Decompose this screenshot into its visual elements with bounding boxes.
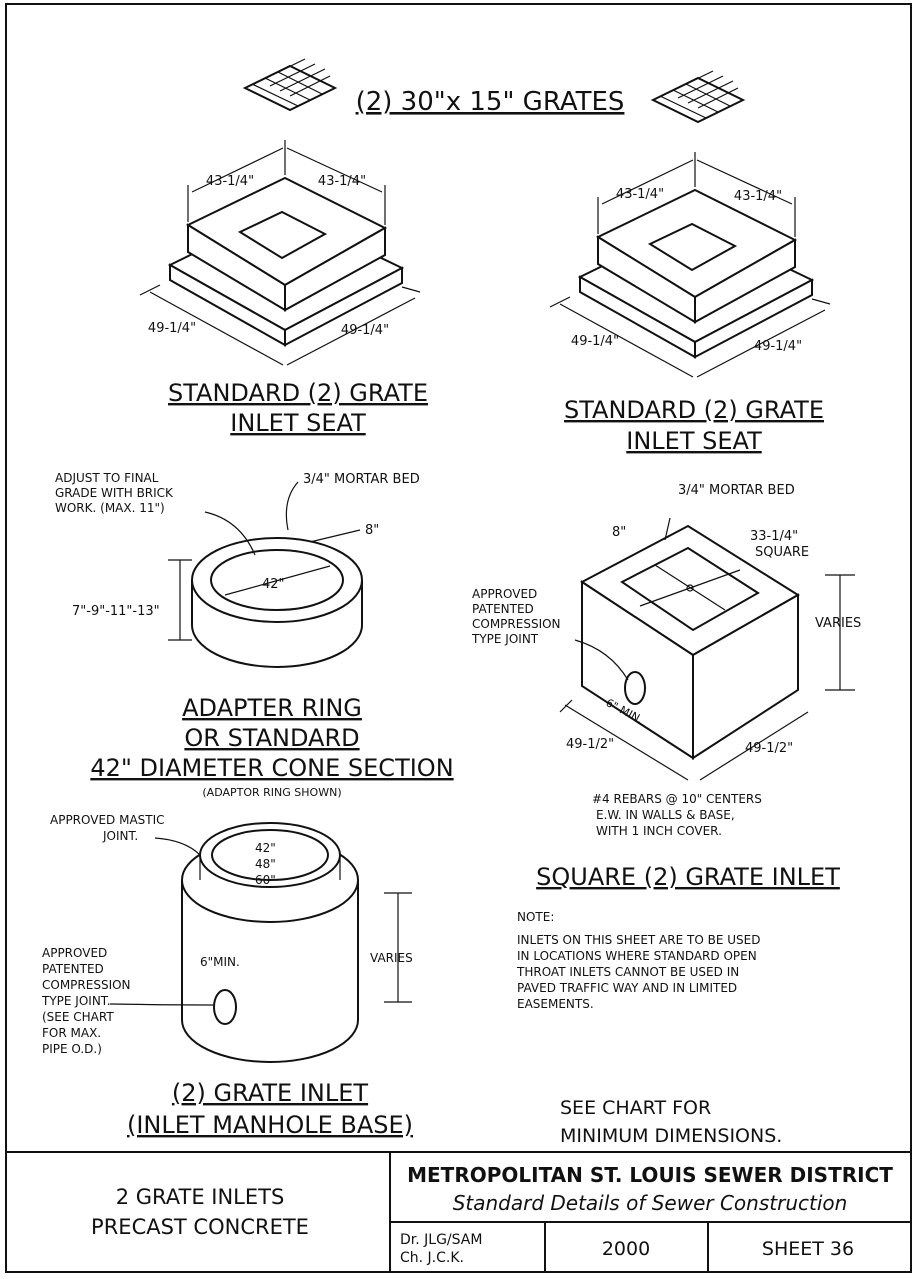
sheet-border <box>5 3 912 1273</box>
grate-icon <box>650 70 746 124</box>
note-line1: INLETS ON THIS SHEET ARE TO BE USED <box>517 933 760 947</box>
manhole-mastic-line1: APPROVED MASTIC <box>50 813 165 827</box>
manhole-joint-line2: PATENTED <box>42 962 104 976</box>
seat-left-dim-top-left: 43-1/4" <box>206 174 254 189</box>
seat-left-caption-line1: STANDARD (2) GRATE <box>168 379 428 407</box>
sheet-number: SHEET 36 <box>762 1238 854 1260</box>
manhole-joint-line7: PIPE O.D.) <box>42 1042 102 1056</box>
adapter-caption-line3: 42" DIAMETER CONE SECTION <box>90 754 453 782</box>
grates-label: (2) 30"x 15" GRATES <box>356 87 625 117</box>
manhole-caption-line2: (INLET MANHOLE BASE) <box>127 1111 413 1139</box>
see-chart-line2: MINIMUM DIMENSIONS. <box>560 1125 782 1147</box>
note-line2: IN LOCATIONS WHERE STANDARD OPEN <box>517 949 757 963</box>
year: 2000 <box>602 1238 650 1260</box>
note-title: NOTE: <box>517 910 554 924</box>
square-caption: SQUARE (2) GRATE INLET <box>536 863 840 891</box>
square-mortar-bed: 3/4" MORTAR BED <box>678 483 795 498</box>
title-block <box>6 1151 911 1272</box>
manhole-joint-line6: FOR MAX. <box>42 1026 101 1040</box>
manhole-joint-line3: COMPRESSION <box>42 978 131 992</box>
manhole-caption-line1: (2) GRATE INLET <box>172 1079 369 1107</box>
manhole-joint-line5: (SEE CHART <box>42 1010 114 1024</box>
grate-icon <box>242 58 338 112</box>
manhole-joint-line4: TYPE JOINT. <box>41 994 111 1008</box>
seat-right-dim-bottom-right: 49-1/4" <box>754 339 802 354</box>
square-joint-line1: APPROVED <box>472 587 537 601</box>
manhole-base <box>109 822 412 1063</box>
note-line5: EASEMENTS. <box>517 997 594 1011</box>
adapter-caption-line2: OR STANDARD <box>184 724 359 752</box>
seat-right-dim-top-right: 43-1/4" <box>734 189 782 204</box>
manhole-min: 6"MIN. <box>200 955 240 969</box>
square-dim-33: 33-1/4" <box>750 529 798 544</box>
manhole-varies: VARIES <box>370 951 413 965</box>
seat-right-dim-bottom-left: 49-1/4" <box>571 334 619 349</box>
adapter-note-line1: ADJUST TO FINAL <box>55 471 159 485</box>
square-dim-square: SQUARE <box>755 545 809 560</box>
agency-subtitle: Standard Details of Sewer Construction <box>453 1191 848 1215</box>
square-dim-left: 49-1/2" <box>566 737 614 752</box>
manhole-mastic-line2: JOINT. <box>102 829 138 843</box>
seat-right-caption-line2: INLET SEAT <box>626 427 762 455</box>
square-rebar-line3: WITH 1 INCH COVER. <box>596 824 722 838</box>
square-rebar-line1: #4 REBARS @ 10" CENTERS <box>592 792 762 806</box>
square-joint-line4: TYPE JOINT <box>471 632 539 646</box>
manhole-dia-48: 48" <box>255 857 276 871</box>
title-left-line1: 2 GRATE INLETS <box>116 1185 285 1209</box>
square-dim-8: 8" <box>612 525 626 540</box>
square-rebar-line2: E.W. IN WALLS & BASE, <box>596 808 735 822</box>
adapter-sub: (ADAPTOR RING SHOWN) <box>202 786 341 799</box>
adapter-dim-8: 8" <box>365 523 379 538</box>
square-joint-line3: COMPRESSION <box>472 617 561 631</box>
seat-left-caption-line2: INLET SEAT <box>230 409 366 437</box>
adapter-note-line3: WORK. (MAX. 11") <box>55 501 165 515</box>
manhole-dia-42: 42" <box>255 841 276 855</box>
adapter-dim-42: 42" <box>262 577 285 592</box>
adapter-note-line2: GRADE WITH BRICK <box>55 486 174 500</box>
agency-name: METROPOLITAN ST. LOUIS SEWER DISTRICT <box>407 1163 893 1187</box>
inlet-seat-right <box>549 152 831 378</box>
manhole-dia-60: 60" <box>255 873 276 887</box>
seat-left-dim-bottom-right: 49-1/4" <box>341 323 389 338</box>
title-left-line2: PRECAST CONCRETE <box>91 1215 309 1239</box>
inlet-seat-left <box>139 140 421 366</box>
adapter-heights: 7"-9"-11"-13" <box>72 604 160 619</box>
manhole-joint-line1: APPROVED <box>42 946 107 960</box>
square-inlet-box <box>559 517 855 781</box>
checked-by: Ch. J.C.K. <box>400 1250 464 1266</box>
see-chart-line1: SEE CHART FOR <box>560 1097 711 1119</box>
square-dim-right: 49-1/2" <box>745 741 793 756</box>
seat-right-caption-line1: STANDARD (2) GRATE <box>564 396 824 424</box>
adapter-caption-line1: ADAPTER RING <box>182 694 362 722</box>
note-line4: PAVED TRAFFIC WAY AND IN LIMITED <box>517 981 737 995</box>
seat-left-dim-bottom-left: 49-1/4" <box>148 321 196 336</box>
note-line3: THROAT INLETS CANNOT BE USED IN <box>516 965 739 979</box>
seat-right-dim-top-left: 43-1/4" <box>616 187 664 202</box>
square-joint-line2: PATENTED <box>472 602 534 616</box>
adapter-ring <box>168 481 363 668</box>
drawn-by: Dr. JLG/SAM <box>400 1232 482 1248</box>
square-varies: VARIES <box>815 616 861 631</box>
seat-left-dim-top-right: 43-1/4" <box>318 174 366 189</box>
adapter-mortar-bed: 3/4" MORTAR BED <box>303 472 420 487</box>
